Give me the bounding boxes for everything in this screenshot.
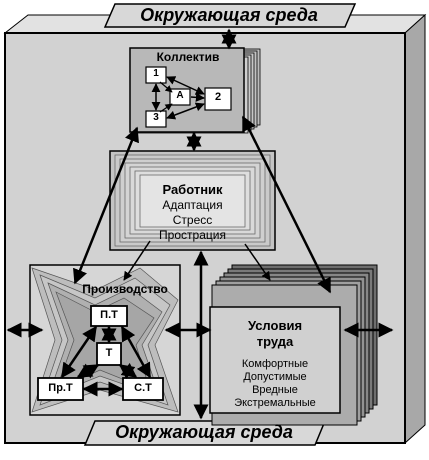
- conditions-level-acceptable: Допустимые: [243, 371, 307, 383]
- collective-member-3: 3: [153, 112, 159, 123]
- collective-title: Коллектив: [156, 50, 220, 64]
- production-node-t: Т: [105, 347, 113, 359]
- environment-top-box: [103, 3, 357, 28]
- collective-member-1-box: [145, 66, 167, 84]
- conditions-title-line2: труда: [256, 334, 294, 349]
- worker-title: Работник: [162, 182, 223, 197]
- production-node-prt: Пр.Т: [48, 382, 73, 394]
- collective-center: А: [176, 90, 184, 101]
- collective-member-3-box: [145, 110, 167, 128]
- worker-state-adaptation: Адаптация: [162, 198, 223, 212]
- collective-member-1: 1: [153, 68, 159, 79]
- production-title: Производство: [82, 282, 168, 296]
- collective-box: [129, 47, 261, 134]
- collective-member-2-box: [204, 87, 232, 111]
- production-node-st: С.Т: [134, 382, 152, 394]
- conditions-level-extreme: Экстремальные: [234, 397, 316, 409]
- environment-top-label: Окружающая среда: [140, 5, 318, 25]
- worker-state-prostration: Прострация: [159, 228, 226, 242]
- environment-bottom-label: Окружающая среда: [115, 422, 293, 442]
- production-box: [29, 264, 181, 416]
- worker-state-stress: Стресс: [172, 213, 213, 227]
- conditions-level-harmful: Вредные: [252, 384, 298, 396]
- production-node-pt: П.Т: [100, 309, 118, 321]
- collective-member-2: 2: [214, 91, 222, 103]
- conditions-level-comfortable: Комфортные: [241, 358, 309, 370]
- connections: [6, 28, 394, 420]
- conditions-title-line1: Условия: [247, 318, 303, 333]
